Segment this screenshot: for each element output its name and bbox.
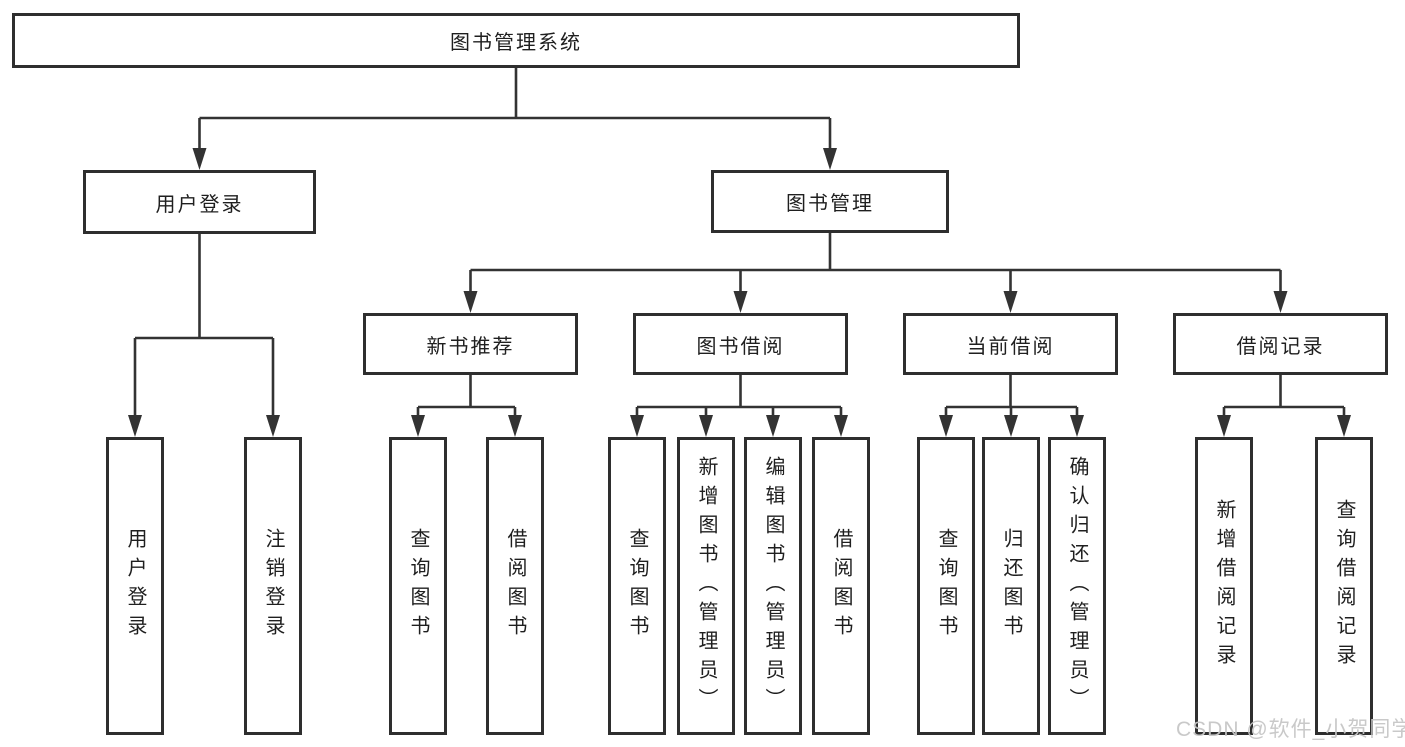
node-book-management-label: 图书管理 — [786, 193, 874, 215]
node-new-book-recommend: 新书推荐 — [363, 313, 578, 375]
leaf-return-book-label: 归还图书 — [1000, 528, 1022, 644]
leaf-confirm-return-admin-label: 确认归还（管理员） — [1066, 455, 1088, 717]
node-root-library-system: 图书管理系统 — [12, 13, 1020, 68]
node-user-login-label: 用户登录 — [155, 193, 244, 216]
leaf-borrow-book-recommend: 借阅图书 — [486, 437, 544, 735]
csdn-watermark: CSDN @软件_小贺同学 — [1176, 718, 1405, 741]
leaf-query-book-current-label: 查询图书 — [935, 528, 957, 644]
leaf-query-book-borrow-label: 查询图书 — [626, 528, 648, 644]
leaf-query-book-recommend: 查询图书 — [389, 437, 447, 735]
node-borrow-record: 借阅记录 — [1173, 313, 1388, 375]
node-current-borrow: 当前借阅 — [903, 313, 1118, 375]
leaf-edit-book-admin: 编辑图书（管理员） — [744, 437, 802, 735]
node-book-management: 图书管理 — [711, 170, 949, 233]
leaf-query-book-current: 查询图书 — [917, 437, 975, 735]
node-user-login: 用户登录 — [83, 170, 316, 234]
leaf-user-login: 用户登录 — [106, 437, 164, 735]
leaf-add-borrow-record: 新增借阅记录 — [1195, 437, 1253, 735]
leaf-return-book: 归还图书 — [982, 437, 1040, 735]
node-book-borrow-label: 图书借阅 — [696, 335, 785, 358]
arrowheads — [128, 148, 1351, 437]
node-new-book-recommend-label: 新书推荐 — [426, 335, 515, 358]
leaf-logout-label: 注销登录 — [262, 528, 284, 644]
leaf-add-borrow-record-label: 新增借阅记录 — [1213, 499, 1235, 673]
leaf-borrow-book: 借阅图书 — [812, 437, 870, 735]
leaf-confirm-return-admin: 确认归还（管理员） — [1048, 437, 1106, 735]
leaf-add-book-admin: 新增图书（管理员） — [677, 437, 735, 735]
leaf-logout: 注销登录 — [244, 437, 302, 735]
leaf-borrow-book-label: 借阅图书 — [830, 528, 852, 644]
node-current-borrow-label: 当前借阅 — [966, 335, 1055, 358]
node-root-label: 图书管理系统 — [450, 32, 582, 54]
leaf-query-book-borrow: 查询图书 — [608, 437, 666, 735]
leaf-query-book-recommend-label: 查询图书 — [407, 528, 429, 644]
leaf-edit-book-admin-label: 编辑图书（管理员） — [762, 455, 784, 717]
leaf-query-borrow-record-label: 查询借阅记录 — [1333, 499, 1355, 673]
node-book-borrow: 图书借阅 — [633, 313, 848, 375]
leaf-user-login-label: 用户登录 — [124, 528, 146, 644]
leaf-query-borrow-record: 查询借阅记录 — [1315, 437, 1373, 735]
node-borrow-record-label: 借阅记录 — [1236, 335, 1325, 358]
leaf-borrow-book-recommend-label: 借阅图书 — [504, 528, 526, 644]
leaf-add-book-admin-label: 新增图书（管理员） — [695, 455, 717, 717]
